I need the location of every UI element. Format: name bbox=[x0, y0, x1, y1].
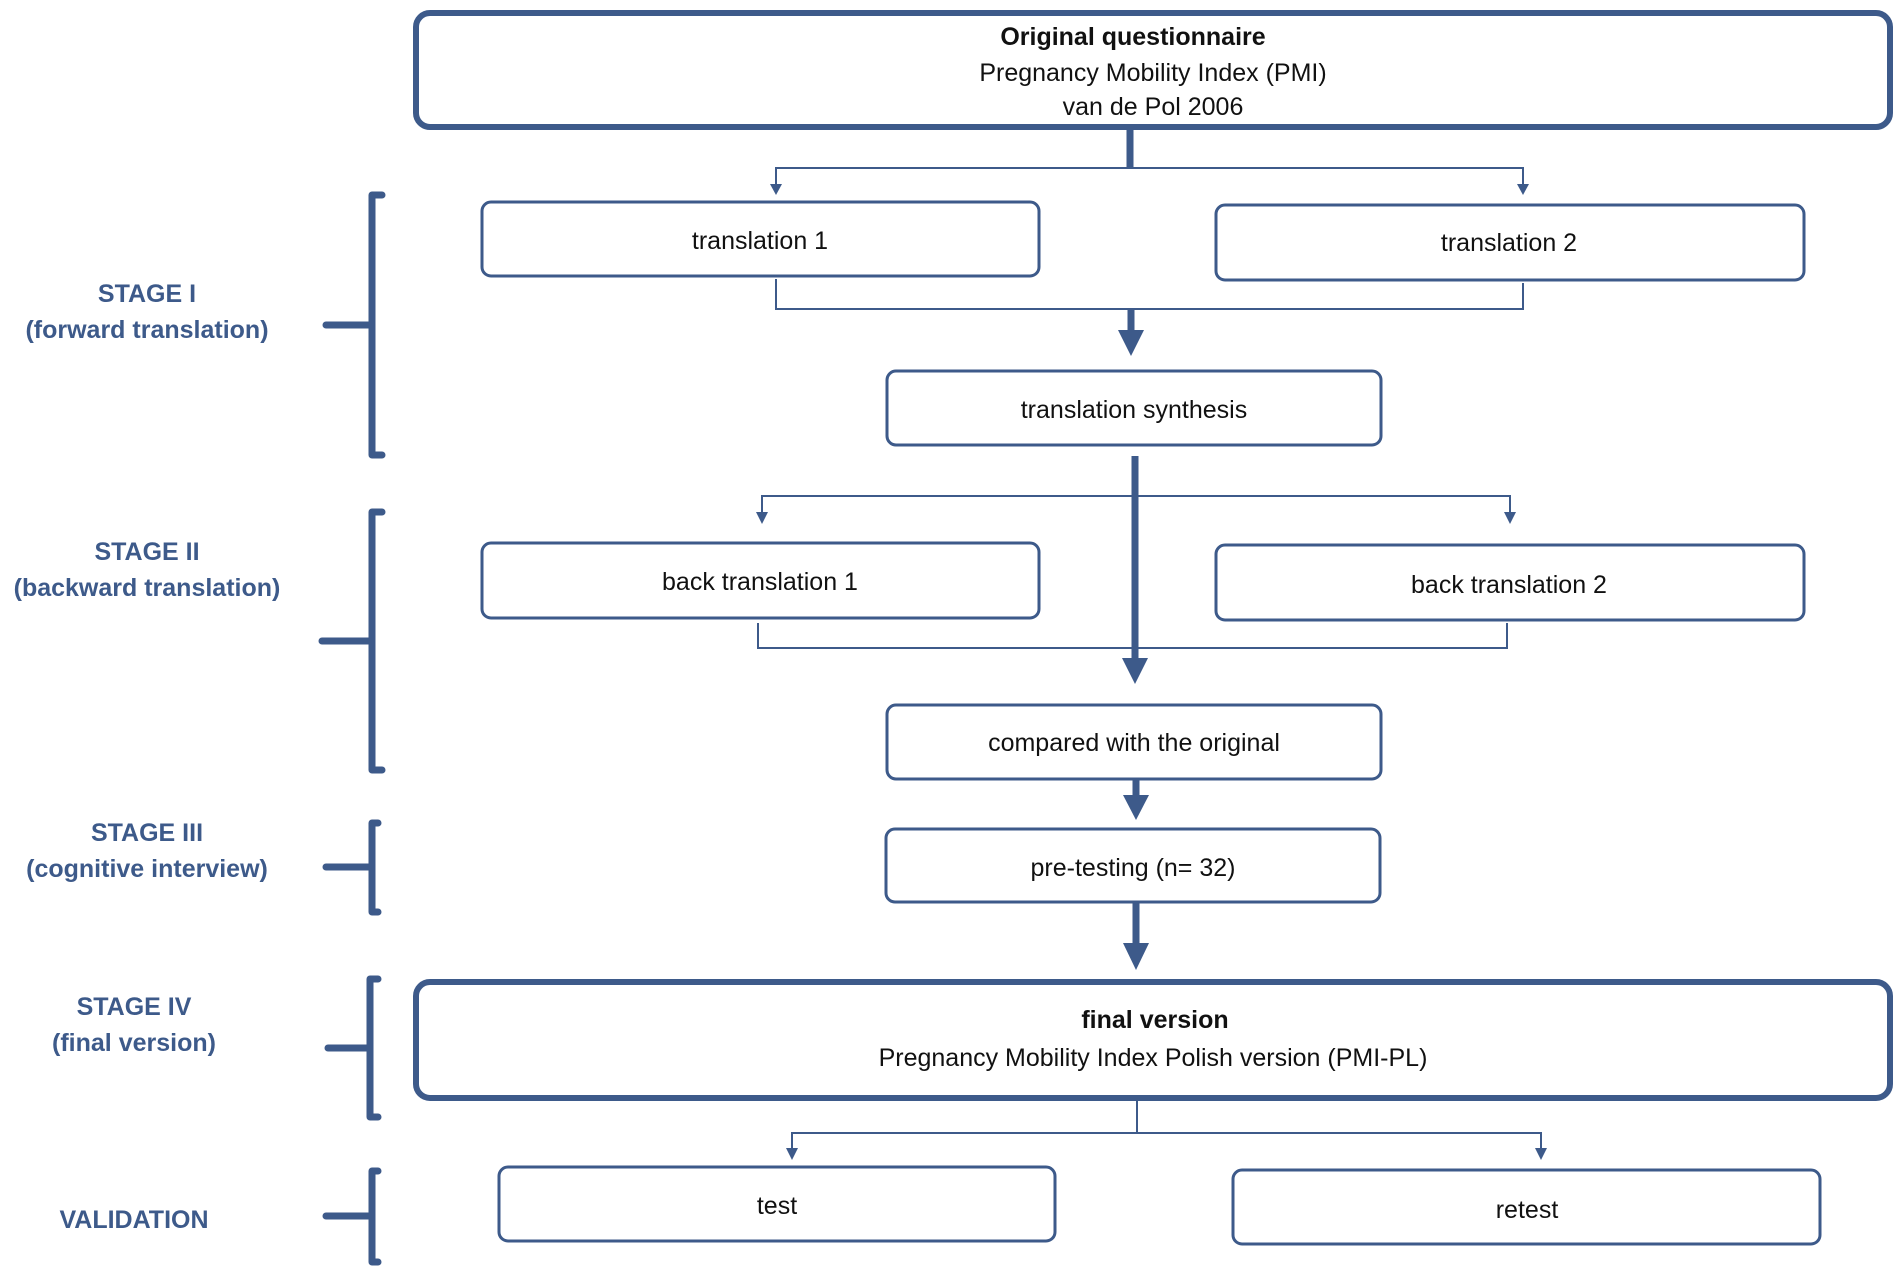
stage2-bracket bbox=[318, 508, 386, 774]
stage4-title: STAGE IV bbox=[77, 993, 192, 1021]
arrow-to-translation1 bbox=[770, 184, 782, 195]
back-translation2-box: back translation 2 bbox=[1214, 543, 1806, 622]
arrow-to-back1 bbox=[756, 512, 768, 524]
stage2-subtitle: (backward translation) bbox=[14, 574, 281, 602]
stage4-label: STAGE IV (final version) bbox=[52, 993, 216, 1057]
retest-label: retest bbox=[1496, 1196, 1559, 1224]
back-translation1-box: back translation 1 bbox=[480, 541, 1041, 620]
stage4-subtitle: (final version) bbox=[52, 1029, 216, 1057]
connector-translations-join bbox=[775, 279, 1524, 310]
stage4-bracket bbox=[324, 975, 382, 1121]
stage2-label: STAGE II (backward translation) bbox=[14, 538, 281, 602]
stage1-label: STAGE I (forward translation) bbox=[25, 280, 268, 344]
retest-box: retest bbox=[1231, 1168, 1822, 1246]
stage3-bracket bbox=[322, 819, 382, 916]
stage3-subtitle: (cognitive interview) bbox=[26, 855, 268, 883]
arrow-to-pretesting bbox=[1123, 795, 1149, 820]
stage1-bracket bbox=[322, 191, 386, 459]
original-questionnaire-box: Original questionnaire Pregnancy Mobilit… bbox=[413, 10, 1893, 130]
pretesting-label: pre-testing (n= 32) bbox=[1031, 854, 1236, 882]
arrow-to-translation2 bbox=[1517, 184, 1529, 195]
stage2-title: STAGE II bbox=[94, 538, 199, 566]
test-label: test bbox=[757, 1192, 797, 1220]
stage3-label: STAGE III (cognitive interview) bbox=[26, 819, 268, 883]
connector-back-join bbox=[757, 623, 1508, 649]
arrow-to-compared bbox=[1122, 658, 1148, 684]
validation-bracket bbox=[322, 1167, 382, 1266]
arrow-to-synthesis bbox=[1118, 330, 1144, 356]
final-title: final version bbox=[1081, 1006, 1228, 1034]
connector-synthesis-split bbox=[761, 495, 1511, 513]
stage3-title: STAGE III bbox=[91, 819, 203, 847]
connector-final-split bbox=[791, 1099, 1542, 1153]
final-version-box: final version Pregnancy Mobility Index P… bbox=[413, 979, 1893, 1101]
translation2-box: translation 2 bbox=[1214, 203, 1806, 282]
pretesting-box: pre-testing (n= 32) bbox=[884, 827, 1382, 904]
original-line1: Pregnancy Mobility Index (PMI) bbox=[979, 59, 1326, 87]
translation1-box: translation 1 bbox=[480, 200, 1041, 278]
test-box: test bbox=[497, 1165, 1057, 1243]
original-title: Original questionnaire bbox=[1000, 23, 1265, 51]
validation-label: VALIDATION bbox=[59, 1206, 208, 1234]
arrow-to-back2 bbox=[1504, 512, 1516, 524]
connector-original-split bbox=[775, 167, 1524, 193]
original-line2: van de Pol 2006 bbox=[1063, 93, 1244, 121]
stage1-subtitle: (forward translation) bbox=[25, 316, 268, 344]
compared-label: compared with the original bbox=[988, 729, 1280, 757]
back-translation2-label: back translation 2 bbox=[1411, 571, 1607, 599]
translation-synthesis-label: translation synthesis bbox=[1021, 396, 1248, 424]
compared-box: compared with the original bbox=[885, 703, 1383, 781]
validation-title: VALIDATION bbox=[59, 1206, 208, 1234]
translation1-label: translation 1 bbox=[692, 227, 828, 255]
translation2-label: translation 2 bbox=[1441, 229, 1577, 257]
arrow-to-test bbox=[786, 1148, 798, 1160]
translation-synthesis-box: translation synthesis bbox=[885, 369, 1383, 447]
arrow-to-final bbox=[1123, 943, 1149, 970]
final-line1: Pregnancy Mobility Index Polish version … bbox=[879, 1044, 1428, 1072]
stage1-title: STAGE I bbox=[98, 280, 196, 308]
arrow-to-retest bbox=[1535, 1148, 1547, 1160]
back-translation1-label: back translation 1 bbox=[662, 568, 858, 596]
